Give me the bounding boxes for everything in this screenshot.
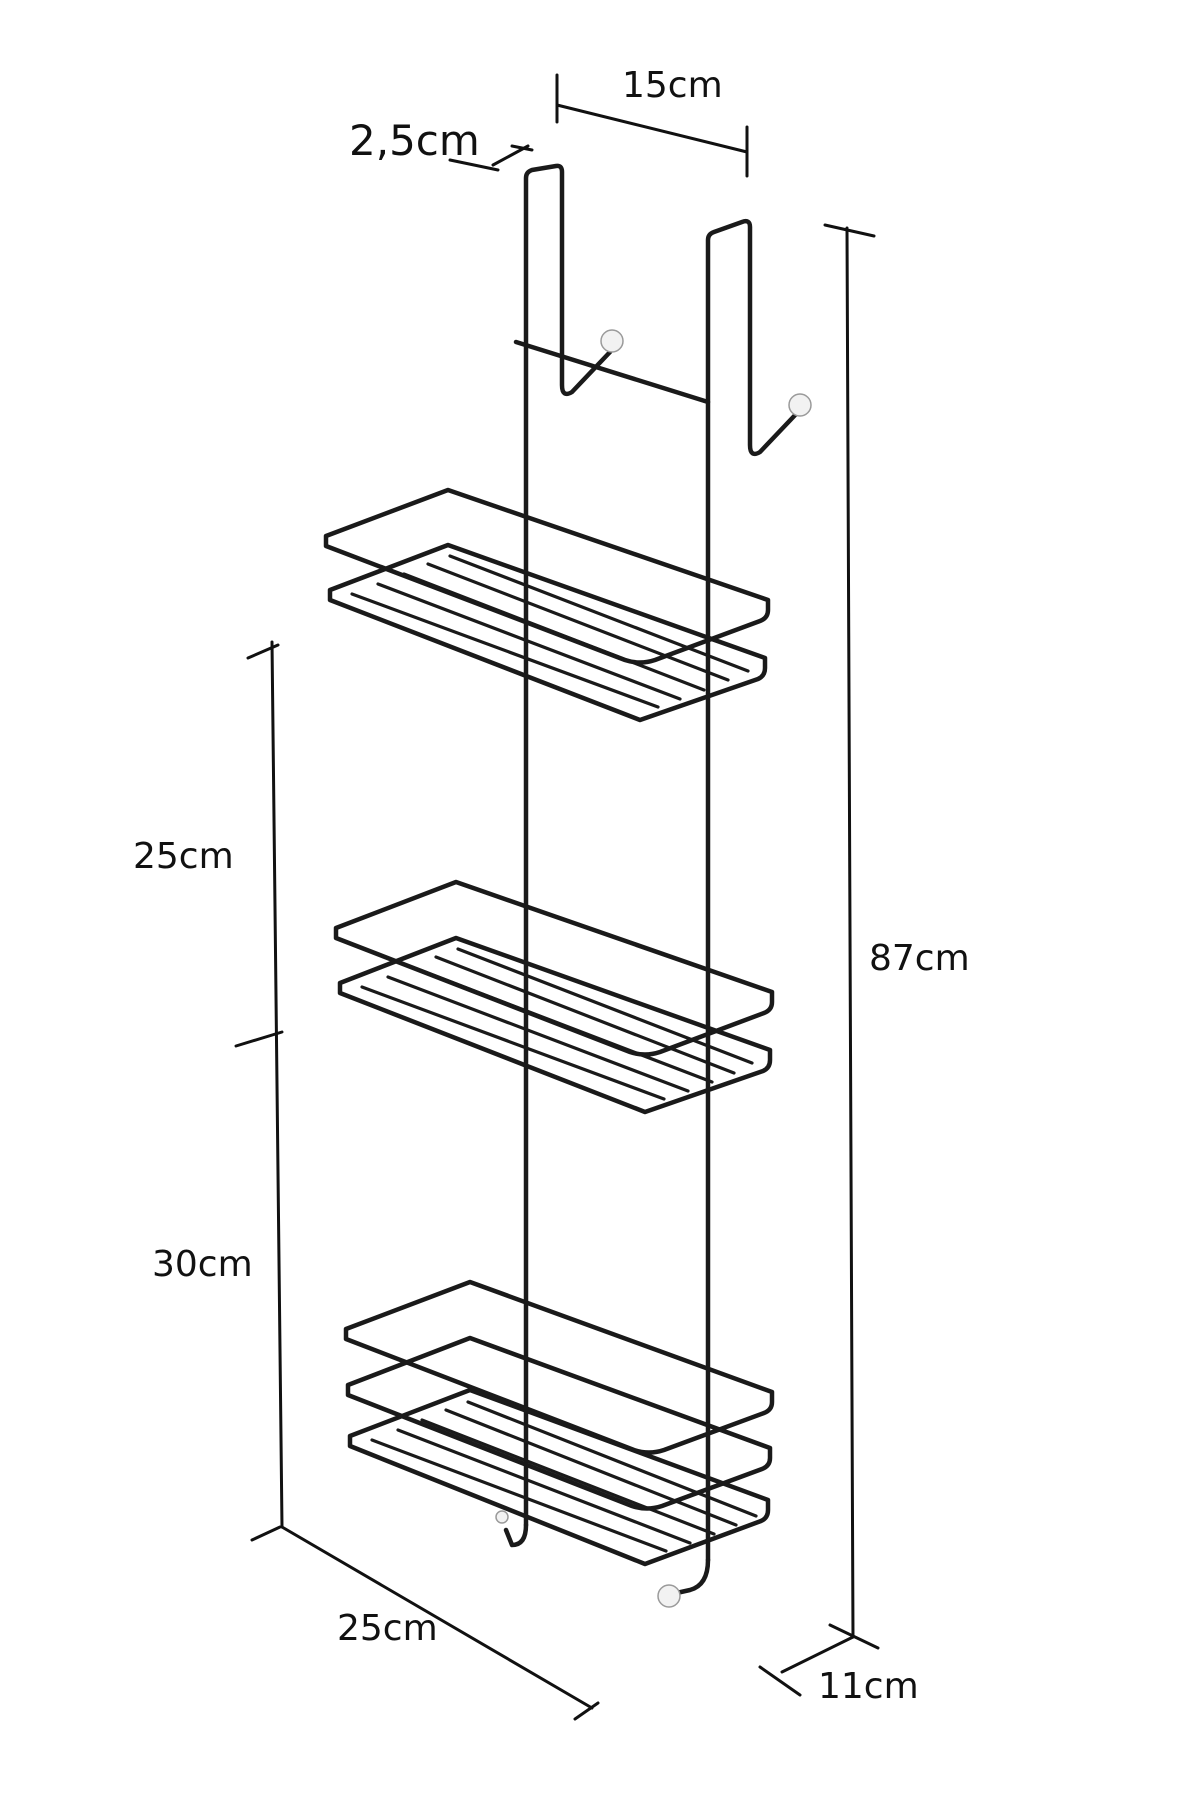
dimension-hook-spacing: 15cm: [555, 65, 749, 178]
hook-depth-label: 2,5cm: [349, 116, 480, 165]
depth-label: 11cm: [818, 1666, 919, 1707]
dimension-shelf-gaps: 25cm 30cm: [133, 640, 284, 1542]
shelf-top-slats: [350, 554, 750, 709]
shelf-middle: [333, 879, 775, 1115]
dimension-depth: 11cm: [758, 1635, 919, 1707]
dimension-hook-depth: 2,5cm: [349, 116, 534, 172]
width-label: 25cm: [337, 1608, 438, 1649]
dimension-total-height: 87cm: [823, 223, 970, 1650]
left-hook-knob-icon: [600, 329, 624, 353]
total-height-label: 87cm: [869, 938, 970, 979]
dimension-width: 25cm: [280, 1525, 600, 1721]
hook-spacing-label: 15cm: [622, 65, 723, 106]
top-shelf-gap-label: 25cm: [133, 836, 234, 877]
shelf-bottom-slats: [370, 1400, 758, 1553]
hanging-frame: [503, 163, 801, 1597]
bottom-shelf-gap-label: 30cm: [152, 1244, 253, 1285]
shelf-top: [323, 487, 771, 723]
shelf-bottom: [343, 1279, 775, 1567]
shelf-middle-slats: [360, 947, 754, 1101]
right-hook-knob-icon: [788, 393, 812, 417]
bottom-left-knob-icon: [495, 1510, 509, 1524]
bottom-knob-icon: [657, 1584, 681, 1608]
